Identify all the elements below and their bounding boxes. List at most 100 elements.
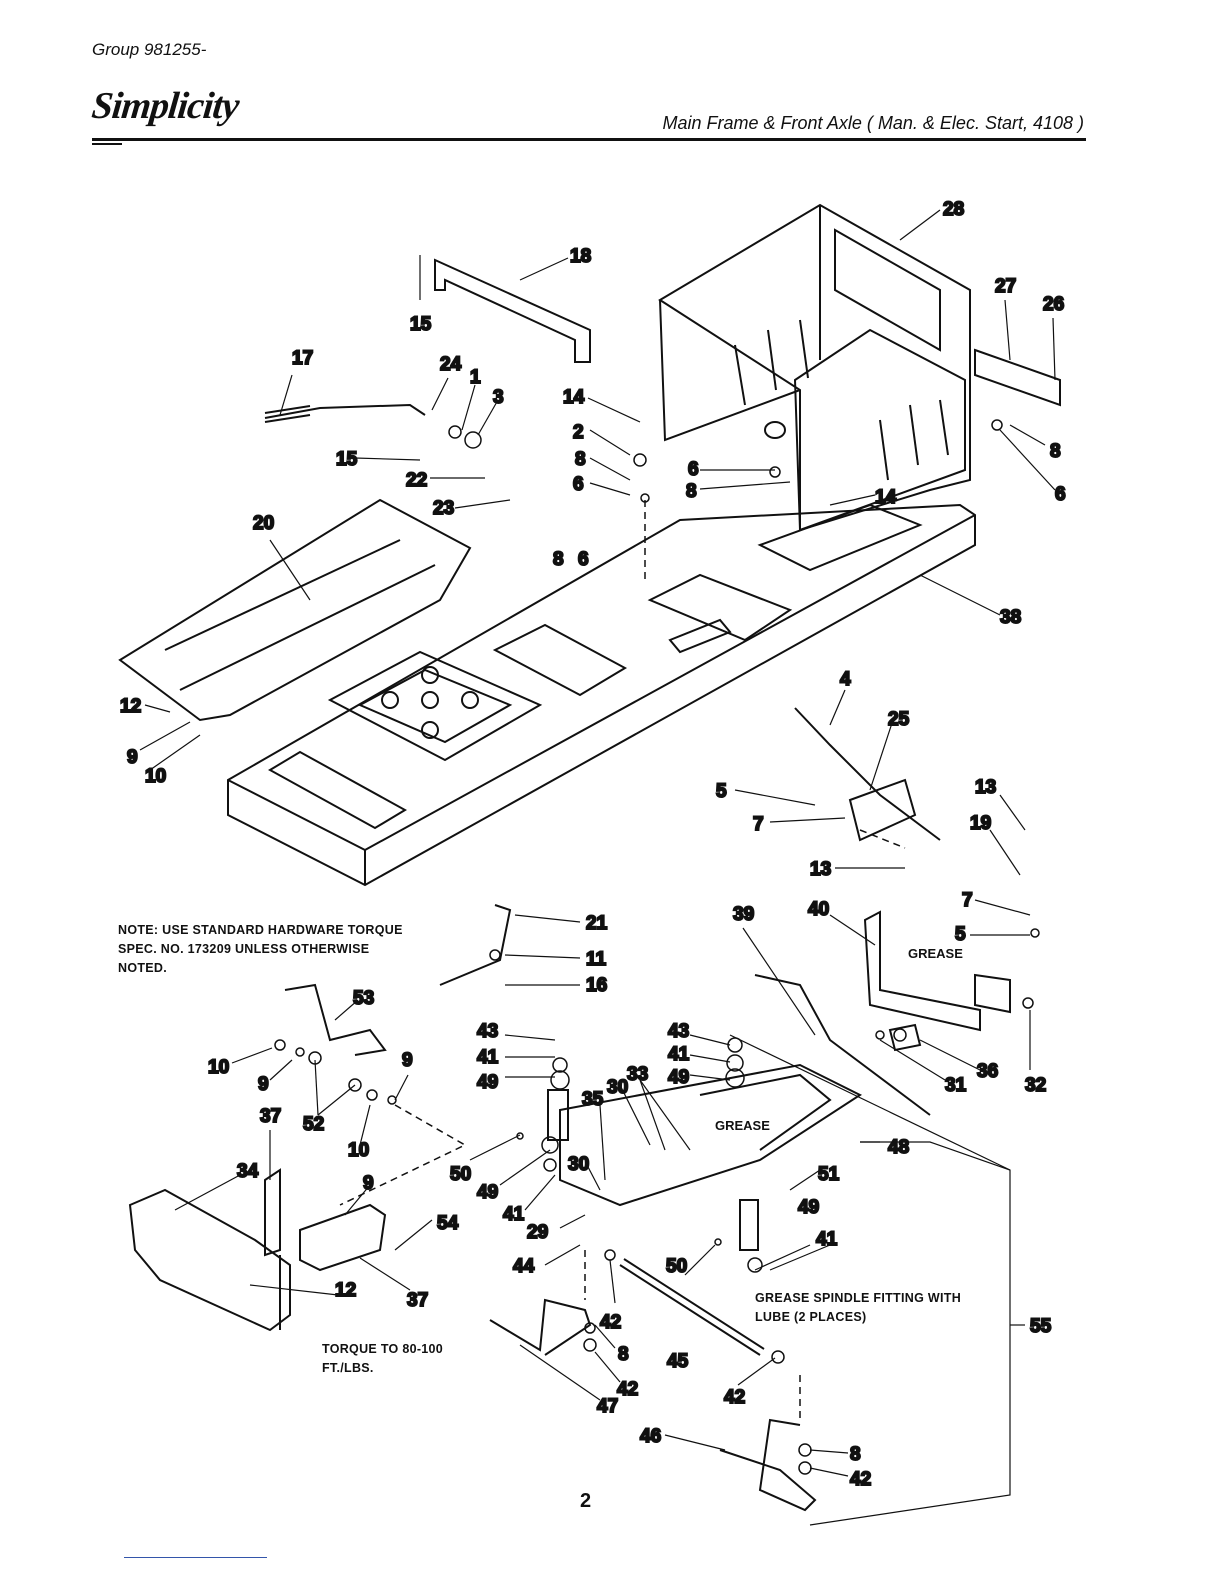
callout-21: 21: [586, 913, 608, 934]
callout-6c: 6: [1055, 484, 1066, 505]
callout-37b: 37: [407, 1290, 428, 1311]
callout-7: 7: [753, 814, 764, 835]
body-panel-drawing: [658, 203, 971, 532]
rod-53-drawing: [284, 983, 387, 1056]
callout-8c: 8: [1050, 441, 1061, 462]
callout-5b: 5: [955, 924, 966, 945]
callout-16: 16: [586, 975, 607, 996]
callout-9b: 9: [258, 1074, 269, 1095]
callout-51: 51: [818, 1164, 840, 1185]
callout-12b: 12: [335, 1280, 356, 1301]
callout-43: 43: [477, 1021, 498, 1042]
callout-47: 47: [597, 1396, 618, 1417]
callout-31: 31: [945, 1075, 967, 1096]
callout-19: 19: [970, 813, 991, 834]
callout-42b: 42: [617, 1379, 638, 1400]
lever-drawing: [794, 707, 941, 841]
callout-41b: 41: [668, 1044, 690, 1065]
callout-10b: 10: [208, 1057, 229, 1078]
callout-40: 40: [808, 899, 829, 920]
callout-30: 30: [607, 1077, 628, 1098]
callout-42c: 42: [724, 1387, 745, 1408]
callout-15b: 15: [336, 449, 358, 470]
callout-6b: 6: [578, 549, 589, 570]
callout-50: 50: [450, 1164, 471, 1185]
callout-49c: 49: [477, 1182, 498, 1203]
callout-8b: 8: [553, 549, 564, 570]
callout-17: 17: [292, 348, 313, 369]
callout-49: 49: [477, 1072, 498, 1093]
group-number: Group 981255-: [92, 40, 207, 59]
callout-55: 55: [1030, 1316, 1052, 1337]
callout-12: 12: [120, 696, 141, 717]
step-plate-drawing: [118, 498, 472, 722]
front-axle-drawing: [547, 1063, 863, 1251]
callout-11: 11: [586, 949, 607, 970]
callout-30b: 30: [568, 1154, 589, 1175]
callout-8f: 8: [850, 1444, 861, 1465]
callout-32: 32: [1025, 1075, 1046, 1096]
grease-label-axle: GREASE: [715, 1118, 770, 1133]
callout-25: 25: [888, 709, 910, 730]
bracket-40-drawing: [863, 910, 981, 1032]
callout-24: 24: [440, 354, 462, 375]
callout-14b: 14: [875, 487, 897, 508]
callout-34: 34: [237, 1161, 259, 1182]
callout-8: 8: [575, 449, 586, 470]
callout-9: 9: [127, 747, 138, 768]
callout-33: 33: [627, 1064, 648, 1085]
grease-label-bracket: GREASE: [908, 946, 963, 961]
callout-4: 4: [840, 669, 851, 690]
callout-8d: 8: [686, 481, 697, 502]
callout-26: 26: [1043, 294, 1064, 315]
callout-6d: 6: [688, 459, 699, 480]
callout-7b: 7: [962, 890, 973, 911]
callout-36: 36: [977, 1061, 998, 1082]
leader-lines: [139, 209, 1056, 1526]
bracket-37-drawing: [264, 1168, 281, 1257]
callout-44: 44: [513, 1256, 535, 1277]
callout-14: 14: [563, 387, 585, 408]
hardware-note: NOTE: USE STANDARD HARDWARE TORQUE SPEC.…: [118, 923, 403, 975]
callout-6: 6: [573, 474, 584, 495]
callout-37: 37: [260, 1106, 281, 1127]
callout-23: 23: [433, 498, 454, 519]
callout-49d: 49: [798, 1197, 819, 1218]
callout-20: 20: [253, 513, 274, 534]
callout-9c: 9: [402, 1050, 413, 1071]
rod-21-drawing: [439, 904, 512, 986]
callout-labels: 28 18 27 26 15 17 24 1 3 14 2 8 6 15 22 …: [119, 198, 1067, 1491]
callout-15: 15: [410, 314, 432, 335]
spindle-46-drawing: [719, 1418, 817, 1512]
callout-5: 5: [716, 781, 727, 802]
callout-42: 42: [600, 1312, 621, 1333]
callout-13: 13: [810, 859, 831, 880]
callout-8e: 8: [618, 1344, 629, 1365]
callout-45: 45: [667, 1351, 689, 1372]
callout-10: 10: [145, 766, 166, 787]
callout-41c: 41: [503, 1204, 525, 1225]
header-rule: [92, 138, 1086, 141]
callout-42d: 42: [850, 1469, 871, 1490]
bottom-link-line: [124, 1557, 267, 1558]
page-title: Main Frame & Front Axle ( Man. & Elec. S…: [662, 113, 1084, 133]
callout-49b: 49: [668, 1067, 689, 1088]
bumper-drawing: [128, 1188, 291, 1332]
callout-48: 48: [888, 1137, 909, 1158]
callout-54: 54: [437, 1213, 459, 1234]
page-number: 2: [580, 1490, 592, 1512]
callout-50b: 50: [666, 1256, 687, 1277]
callout-41d: 41: [816, 1229, 838, 1250]
assembly-guide-lines: [339, 500, 906, 1420]
callout-39: 39: [733, 904, 754, 925]
callout-28: 28: [943, 199, 964, 220]
torque-note: TORQUE TO 80-100 FT./LBS.: [322, 1342, 444, 1375]
tie-rod-drawing: [619, 1258, 765, 1356]
callout-1: 1: [470, 367, 481, 388]
rail-27-drawing: [974, 348, 1061, 407]
callout-53: 53: [353, 988, 374, 1009]
callout-2: 2: [573, 422, 584, 443]
callout-9d: 9: [363, 1173, 374, 1194]
callout-27: 27: [995, 276, 1016, 297]
